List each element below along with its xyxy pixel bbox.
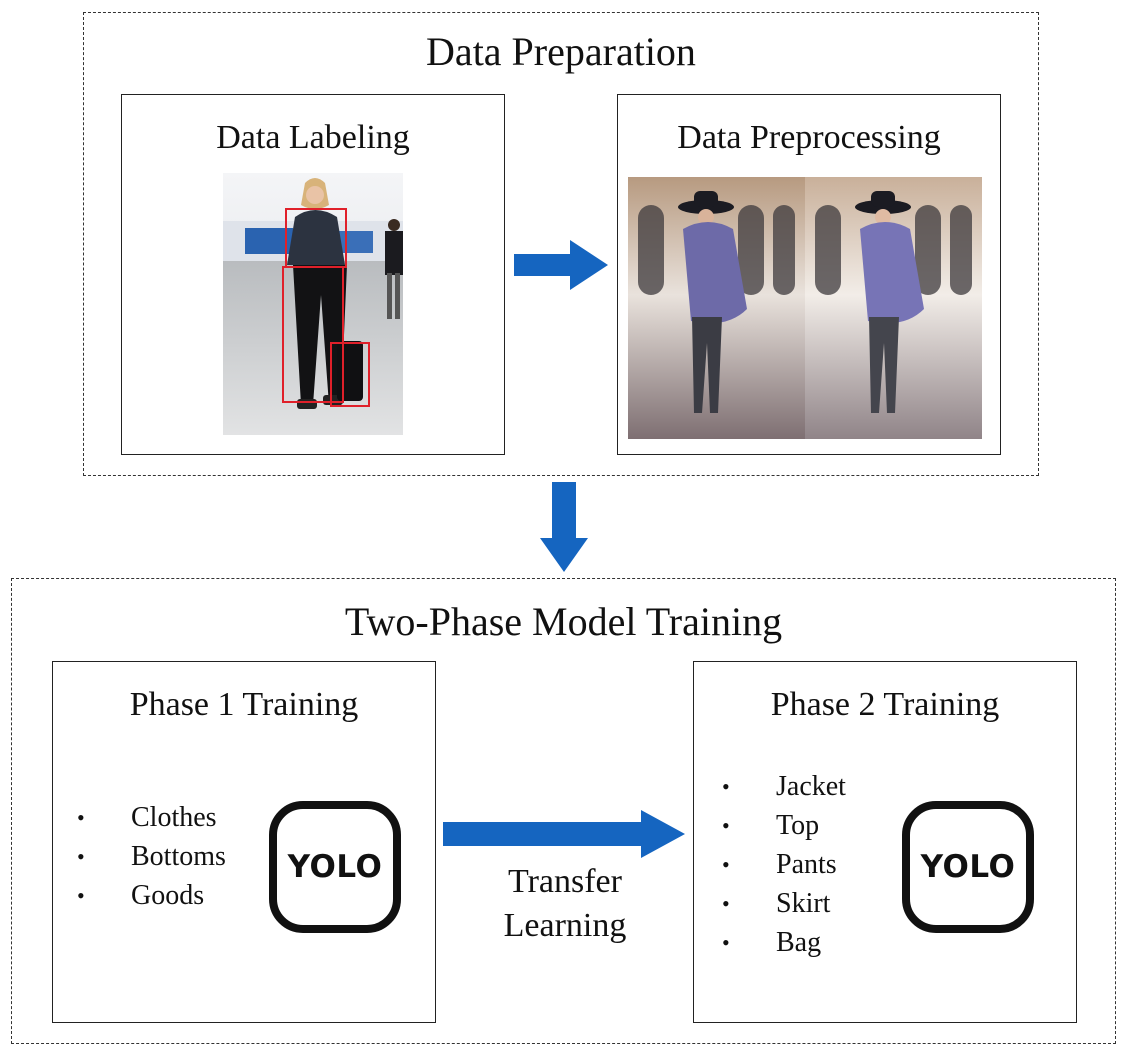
phase2-class-list: • Jacket • Top • Pants • Skirt • Bag — [720, 767, 846, 962]
list-item-label: Bottoms — [131, 841, 226, 872]
phase1-class-list: • Clothes • Bottoms • Goods — [75, 798, 226, 915]
arrow-down-icon — [540, 482, 588, 572]
list-item-label: Top — [776, 810, 820, 841]
bullet-icon: • — [722, 813, 730, 838]
phase2-title: Phase 2 Training — [770, 686, 1000, 723]
data-preprocessing-title: Data Preprocessing — [677, 119, 941, 156]
bullet-icon: • — [722, 774, 730, 799]
data-labeling-box: Data Labeling — [121, 94, 505, 455]
list-item: • Jacket — [720, 767, 846, 806]
bullet-icon: • — [722, 930, 730, 955]
labeled-person-image — [223, 173, 403, 435]
list-item-label: Skirt — [776, 888, 831, 919]
bullet-icon: • — [77, 883, 85, 908]
bullet-icon: • — [77, 844, 85, 869]
model-training-group — [11, 578, 1116, 1044]
list-item: • Skirt — [720, 884, 846, 923]
list-item: • Goods — [75, 876, 226, 915]
yolo-logo: YOLO — [269, 801, 401, 933]
phase1-title: Phase 1 Training — [129, 686, 359, 723]
preprocessed-image — [628, 177, 982, 439]
data-preparation-group — [83, 12, 1039, 476]
list-item: • Bag — [720, 923, 846, 962]
bullet-icon: • — [722, 852, 730, 877]
preprocessed-photo — [628, 177, 982, 439]
labeled-person-photo — [223, 173, 403, 435]
phase2-box: Phase 2 Training • Jacket • Top • Pants … — [693, 661, 1077, 1023]
arrow-right-icon — [514, 240, 608, 290]
arrow-right-icon — [443, 810, 685, 858]
list-item-label: Jacket — [776, 771, 846, 802]
bullet-icon: • — [722, 891, 730, 916]
model-training-title: Two-Phase Model Training — [344, 599, 783, 644]
list-item: • Pants — [720, 845, 846, 884]
transfer-learning-label: Transfer Learning — [470, 860, 660, 948]
list-item: • Bottoms — [75, 837, 226, 876]
list-item-label: Bag — [776, 927, 822, 958]
transfer-line2: Learning — [503, 907, 627, 944]
bullet-icon: • — [77, 805, 85, 830]
list-item-label: Pants — [776, 849, 837, 880]
list-item: • Clothes — [75, 798, 226, 837]
list-item: • Top — [720, 806, 846, 845]
data-preprocessing-box: Data Preprocessing — [617, 94, 1001, 455]
transfer-line1: Transfer — [508, 863, 622, 900]
data-labeling-title: Data Labeling — [216, 119, 410, 156]
yolo-logo: YOLO — [902, 801, 1034, 933]
phase1-box: Phase 1 Training • Clothes • Bottoms • G… — [52, 661, 436, 1023]
list-item-label: Clothes — [131, 802, 217, 833]
data-preparation-title: Data Preparation — [426, 29, 696, 74]
list-item-label: Goods — [131, 880, 205, 911]
